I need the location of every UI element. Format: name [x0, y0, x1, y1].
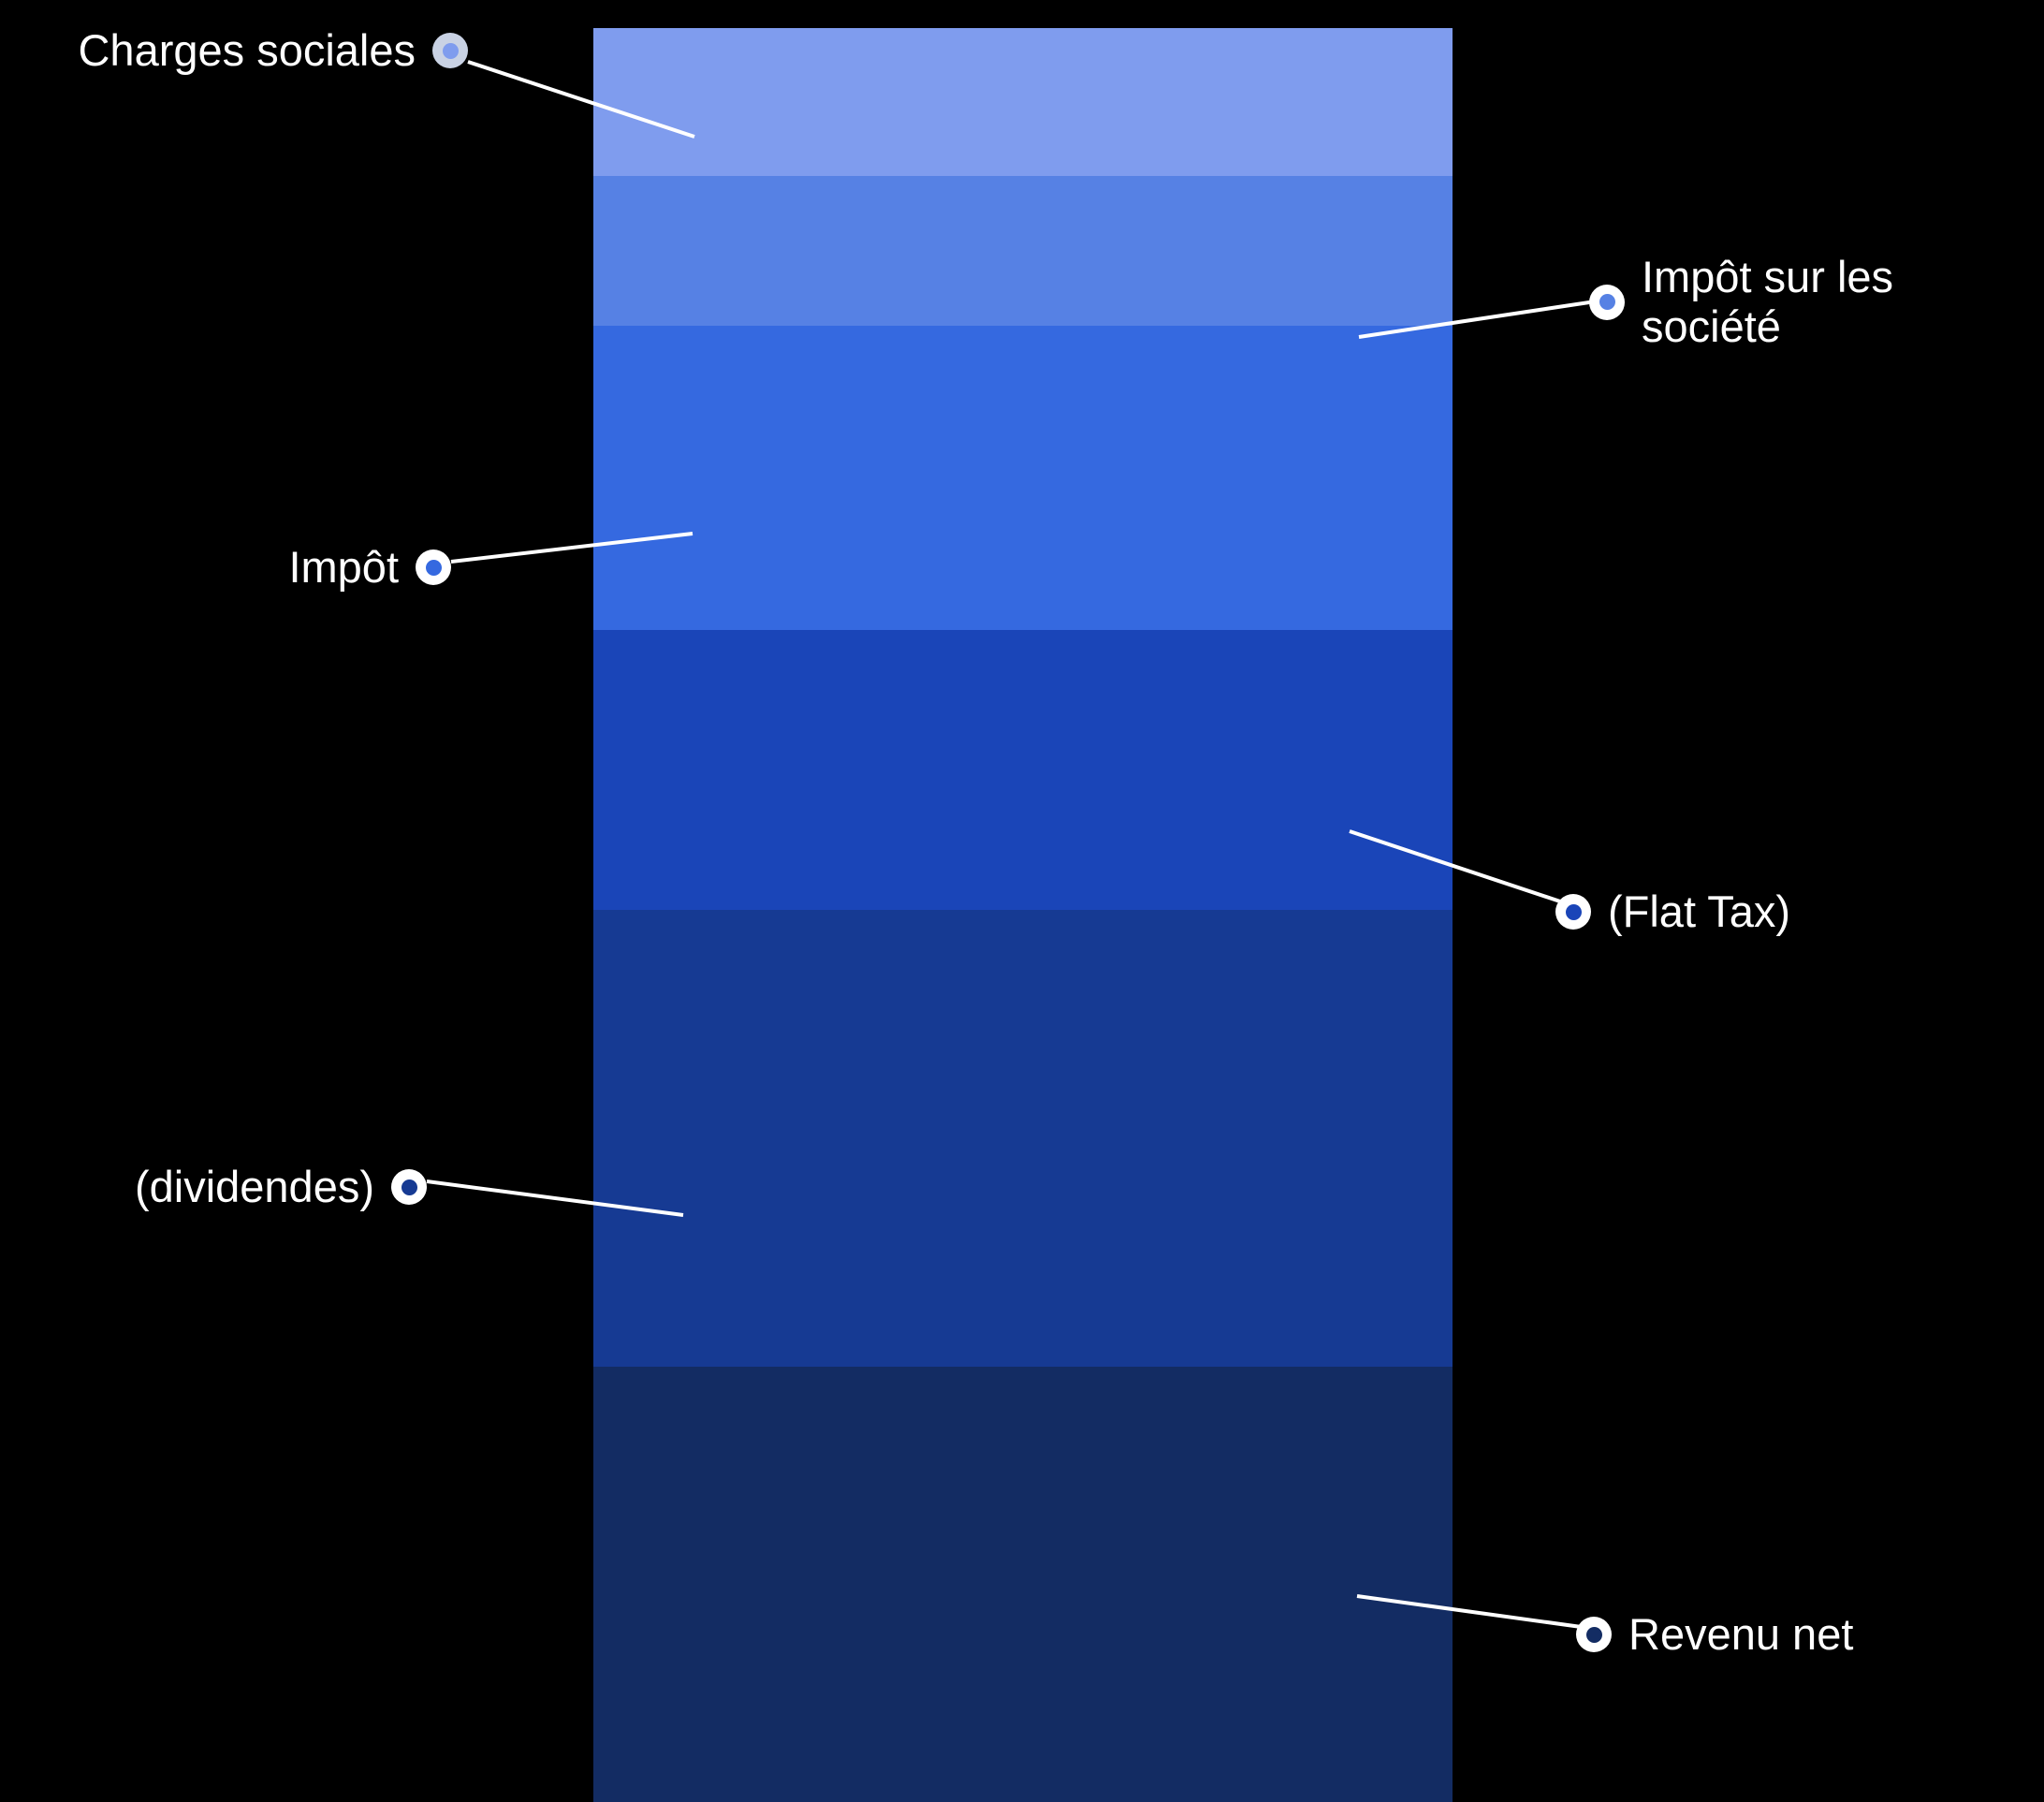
- callout-charges-sociales[interactable]: Charges sociales: [28, 25, 468, 76]
- callout-label-revenu-net: Revenu net: [1628, 1609, 1854, 1659]
- callout-impot-societe[interactable]: Impôt sur les société: [1589, 252, 2020, 351]
- legend-marker-icon-impot-societe: [1589, 284, 1625, 320]
- stacked-bar: [593, 28, 1453, 1802]
- bar-segment-dividendes[interactable]: [593, 910, 1453, 1367]
- callout-dividendes[interactable]: (dividendes): [66, 1162, 427, 1212]
- bar-segment-impot[interactable]: [593, 326, 1453, 630]
- callout-label-impot: Impôt: [288, 542, 399, 592]
- legend-marker-icon-revenu-net: [1576, 1617, 1612, 1653]
- bar-segment-impot-societe[interactable]: [593, 176, 1453, 326]
- callout-impot[interactable]: Impôt: [122, 542, 451, 593]
- bar-segment-revenu-net[interactable]: [593, 1367, 1453, 1802]
- bar-segment-charges-sociales[interactable]: [593, 28, 1453, 176]
- callout-label-flat-tax: (Flat Tax): [1608, 886, 1790, 936]
- bar-segment-flat-tax[interactable]: [593, 630, 1453, 910]
- legend-marker-icon-charges-sociales: [432, 33, 468, 69]
- callout-flat-tax[interactable]: (Flat Tax): [1555, 886, 1986, 937]
- callout-label-impot-societe: Impôt sur les société: [1642, 252, 1894, 351]
- callout-label-charges-sociales: Charges sociales: [78, 25, 416, 75]
- legend-marker-icon-flat-tax: [1555, 894, 1591, 930]
- legend-marker-icon-dividendes: [391, 1169, 427, 1206]
- callout-revenu-net[interactable]: Revenu net: [1576, 1609, 2007, 1660]
- callout-label-dividendes: (dividendes): [134, 1162, 374, 1211]
- legend-marker-icon-impot: [416, 549, 451, 586]
